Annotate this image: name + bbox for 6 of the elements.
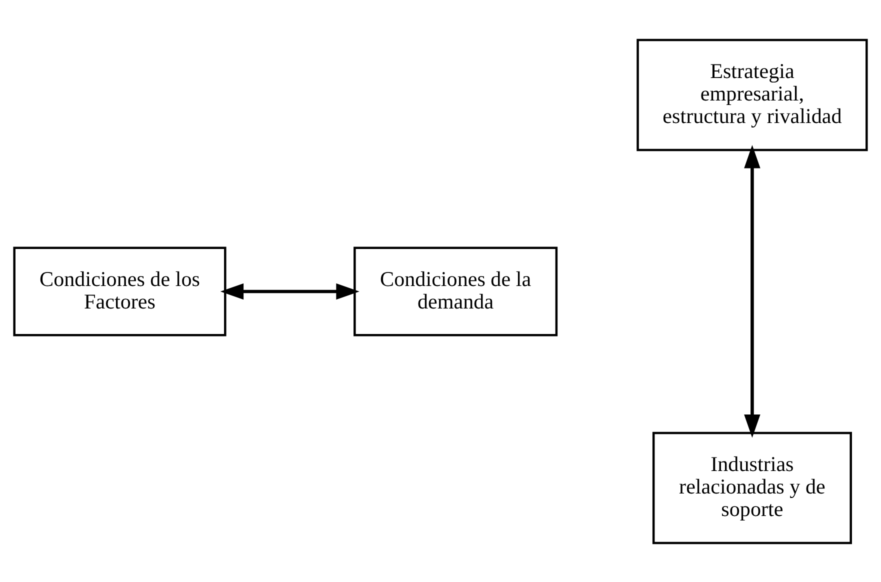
node-box: Condiciones de la demanda [354, 246, 558, 336]
arrow [744, 144, 760, 438]
node-box: Estrategia empresarial, estructura y rivalidad [636, 38, 868, 151]
node-box: Industrias relacionadas y de soporte [652, 431, 852, 544]
arrow [220, 282, 360, 300]
node-box: Condiciones de los Factores [13, 246, 226, 336]
